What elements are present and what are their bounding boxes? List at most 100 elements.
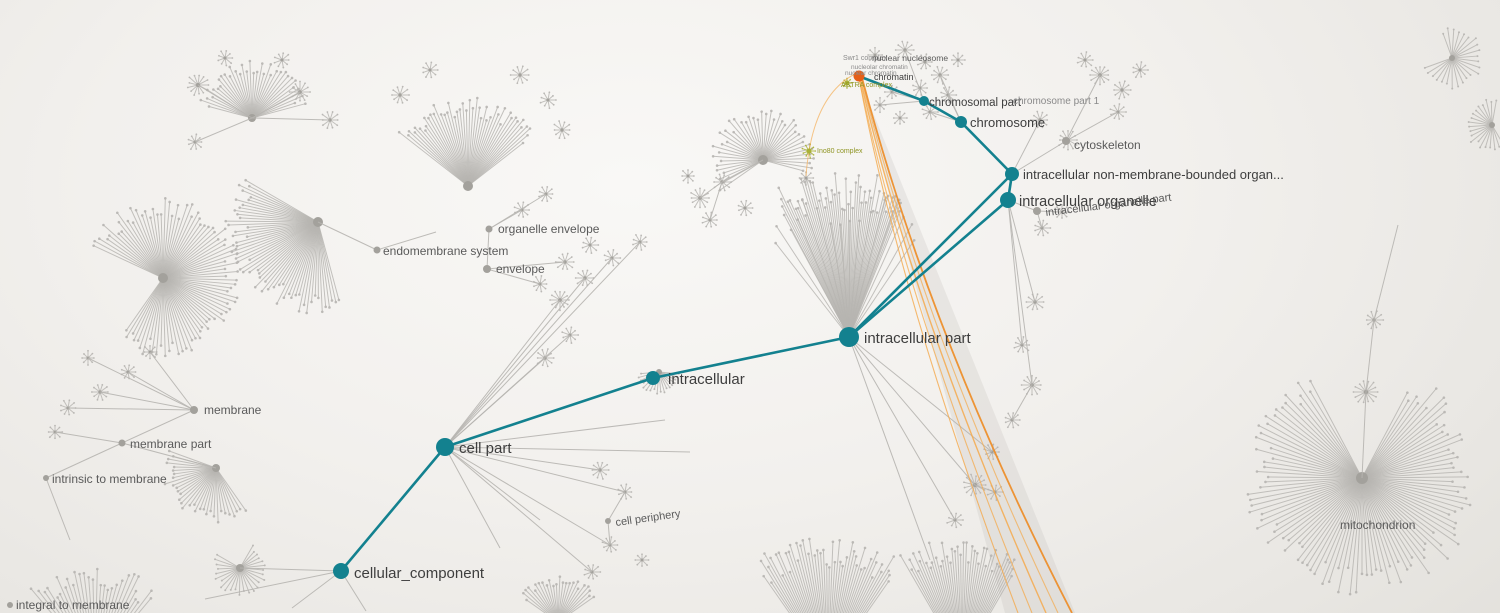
cluster-flower [798,171,815,186]
cluster-spoke-tip [1308,390,1312,393]
node-cell-part[interactable] [436,438,454,456]
gray-term-node[interactable] [1033,207,1041,215]
cluster-spoke-tip [1032,123,1035,126]
cluster-spoke-tip [1447,513,1451,516]
gray-term-node[interactable] [43,475,49,481]
node-intracellular-non-membrane-bounded-organelle[interactable] [1005,167,1019,181]
gray-edge [239,567,342,572]
cluster-spoke [194,467,217,512]
label-endomembrane-system[interactable]: endomembrane system [383,244,508,258]
cluster-spoke-tip [92,244,95,247]
node-chromosome[interactable] [955,116,967,128]
cluster-spoke [137,277,164,341]
node-intracellular-organelle[interactable] [1000,192,1016,208]
cluster-spoke-tip [180,501,183,505]
cluster-spoke-tip [198,217,201,220]
label-nucleolar-chromatin[interactable]: nucleolar chromatin [851,64,908,71]
cluster-flower-center [743,206,747,210]
cluster-spoke-tip [226,289,229,293]
label-intracellular-part[interactable]: intracellular part [864,330,972,347]
cluster-spoke-tip [1013,346,1016,349]
label-cell-periphery[interactable]: cell periphery [615,508,682,529]
cluster-spoke-tip [216,567,219,570]
node-intracellular-part[interactable] [839,327,859,347]
cluster-spoke-tip [595,249,598,252]
cluster-spoke-tip [732,117,736,121]
label-intracellular-non-membrane-bounded-organelle[interactable]: intracellular non-membrane-bounded organ… [1023,167,1284,182]
cluster-spoke-tip [1011,567,1014,571]
cluster-spoke [121,231,164,279]
cluster-spoke-tip [840,207,844,211]
cluster-spoke [1468,121,1493,126]
cluster-spoke-tip [149,357,151,360]
gray-term-node[interactable] [485,225,493,233]
node-intracellular[interactable] [646,371,660,385]
cluster-spoke-tip [710,225,713,228]
cluster-spoke [224,74,253,119]
cluster-spoke [162,277,236,303]
label-chromatin[interactable]: chromatin [874,72,914,82]
cluster-spoke-tip [105,395,108,398]
label-chromosomal-part[interactable]: chromosomal part [929,97,1022,109]
cluster-spoke [246,221,319,238]
label-nuclear-chromatin[interactable]: nuclear chromatin [845,70,897,77]
gray-term-node[interactable] [7,602,13,608]
label-nuclear-nucleosome[interactable]: nuclear nucleosome [872,53,948,63]
label-swr1-complex[interactable]: Swr1 complex [843,55,887,62]
node-chromosomal-part[interactable] [919,96,929,106]
cluster-spoke-tip [796,206,800,210]
label-mitochondrion[interactable]: mitochondrion [1340,518,1415,532]
cluster-spoke-tip [565,327,568,330]
cluster-spoke [235,221,319,233]
cluster-spoke [242,204,319,223]
cluster-spoke [129,207,164,279]
node-chromatin[interactable] [853,70,865,82]
gray-term-node[interactable] [118,439,126,447]
cluster-spoke-tip [749,202,752,205]
label-organelle-envelope[interactable]: organelle envelope [498,222,600,236]
label-membrane-part[interactable]: membrane part [130,437,212,451]
gray-term-node[interactable] [483,265,491,273]
label-ino80-complex[interactable]: Ino80 complex [817,148,863,155]
cluster-spoke-tip [563,306,565,308]
label-membrane[interactable]: membrane [204,403,262,417]
label-cytoskeleton[interactable]: cytoskeleton [1074,138,1141,152]
cluster-flower [634,553,650,567]
node-cellular-component[interactable] [333,563,349,579]
label-intracellular-organelle[interactable]: intracellular organelle [1019,194,1157,210]
cluster-flower [1109,103,1127,120]
cluster-spoke-tip [1453,533,1456,537]
cluster-spoke-tip [829,200,833,204]
cluster-spoke [317,221,340,301]
gray-term-node[interactable] [190,406,198,414]
cluster-spoke [218,79,253,119]
label-integral-to-membrane[interactable]: integral to membrane [16,598,130,612]
label-chromosome-part[interactable]: chromosome part 1 [1013,96,1100,107]
label-chromosome[interactable]: chromosome [970,115,1045,130]
cluster-spoke-tip [241,270,245,274]
cluster-spoke-tip [812,146,815,149]
cluster-spoke-tip [521,141,525,145]
cluster-spoke-tip [131,332,135,335]
node-ino80-complex[interactable] [806,148,812,154]
cluster-spoke-tip [1410,556,1414,559]
label-envelope[interactable]: envelope [496,262,545,276]
label-cell-part[interactable]: cell part [459,440,512,457]
label-astra-complex[interactable]: ASTRA complex [841,82,892,89]
cluster-spoke-tip [1037,220,1040,223]
cluster-spoke-tip [1478,49,1481,52]
gray-term-node[interactable] [373,246,381,254]
cluster-spoke-tip [815,549,819,552]
cluster-spoke-tip [869,557,873,561]
label-cellular-component[interactable]: cellular_component [354,565,485,582]
cluster-spoke [1470,124,1493,132]
cluster-flower-center [686,174,690,178]
cluster-flower [549,290,570,312]
gray-term-node[interactable] [605,518,611,524]
gray-term-node[interactable] [1062,137,1070,145]
label-intracellular[interactable]: intracellular [668,371,745,388]
cluster-spoke-tip [583,573,586,576]
label-intrinsic-to-membrane[interactable]: intrinsic to membrane [52,472,167,486]
node-astra-complex[interactable] [844,80,850,86]
